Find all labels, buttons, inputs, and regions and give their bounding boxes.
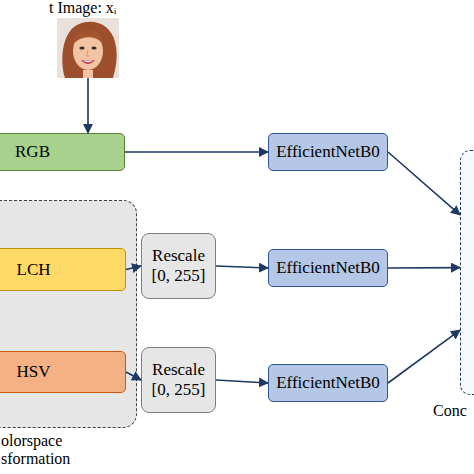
box-label: HSV [12, 362, 54, 382]
box-label: EfficientNetB0 [272, 373, 384, 393]
lch-box: LCH [0, 248, 126, 291]
efficientnet-box: EfficientNetB0 [268, 364, 388, 402]
image-background [57, 18, 119, 78]
efficientnet-box: EfficientNetB0 [268, 249, 388, 287]
input-face-image [57, 18, 119, 78]
caption-label: Conc [433, 402, 474, 420]
box-label: Rescale [0, 255] [142, 246, 215, 285]
box-label: EfficientNetB0 [272, 258, 384, 278]
arrow-connector [125, 151, 268, 153]
nose [87, 50, 90, 56]
arrow-connector [388, 152, 460, 215]
caption-label: t Image: xᵢ [49, 0, 159, 17]
hsv-box: HSV [0, 351, 126, 393]
box-label: Rescale [0, 255] [142, 360, 215, 399]
rescale-box: Rescale [0, 255] [141, 233, 216, 299]
concat-box: Conc [460, 150, 474, 395]
rescale-box: Rescale [0, 255] [141, 347, 216, 413]
teeth [83, 61, 94, 63]
arrow-connector [388, 330, 460, 383]
mouth [81, 60, 95, 64]
colorspace-group: olorspace sformationLCHHSV [0, 200, 137, 428]
fringe [73, 31, 103, 45]
right-eye [91, 46, 96, 49]
rgb-box: RGB [0, 133, 125, 171]
input-image: t Image: xᵢ [57, 18, 119, 78]
hair [62, 22, 116, 78]
arrow-connector [216, 266, 268, 268]
box-label: EfficientNetB0 [272, 142, 384, 162]
efficientnet-box: EfficientNetB0 [268, 133, 388, 171]
arrow-connector [87, 78, 89, 133]
box-label: LCH [13, 260, 55, 280]
left-eye [79, 46, 84, 49]
neck [83, 70, 93, 78]
arrow-connector [216, 380, 268, 383]
caption-label: olorspace sformation [1, 432, 81, 469]
arrow-connector [388, 267, 460, 269]
box-label: RGB [11, 142, 54, 162]
